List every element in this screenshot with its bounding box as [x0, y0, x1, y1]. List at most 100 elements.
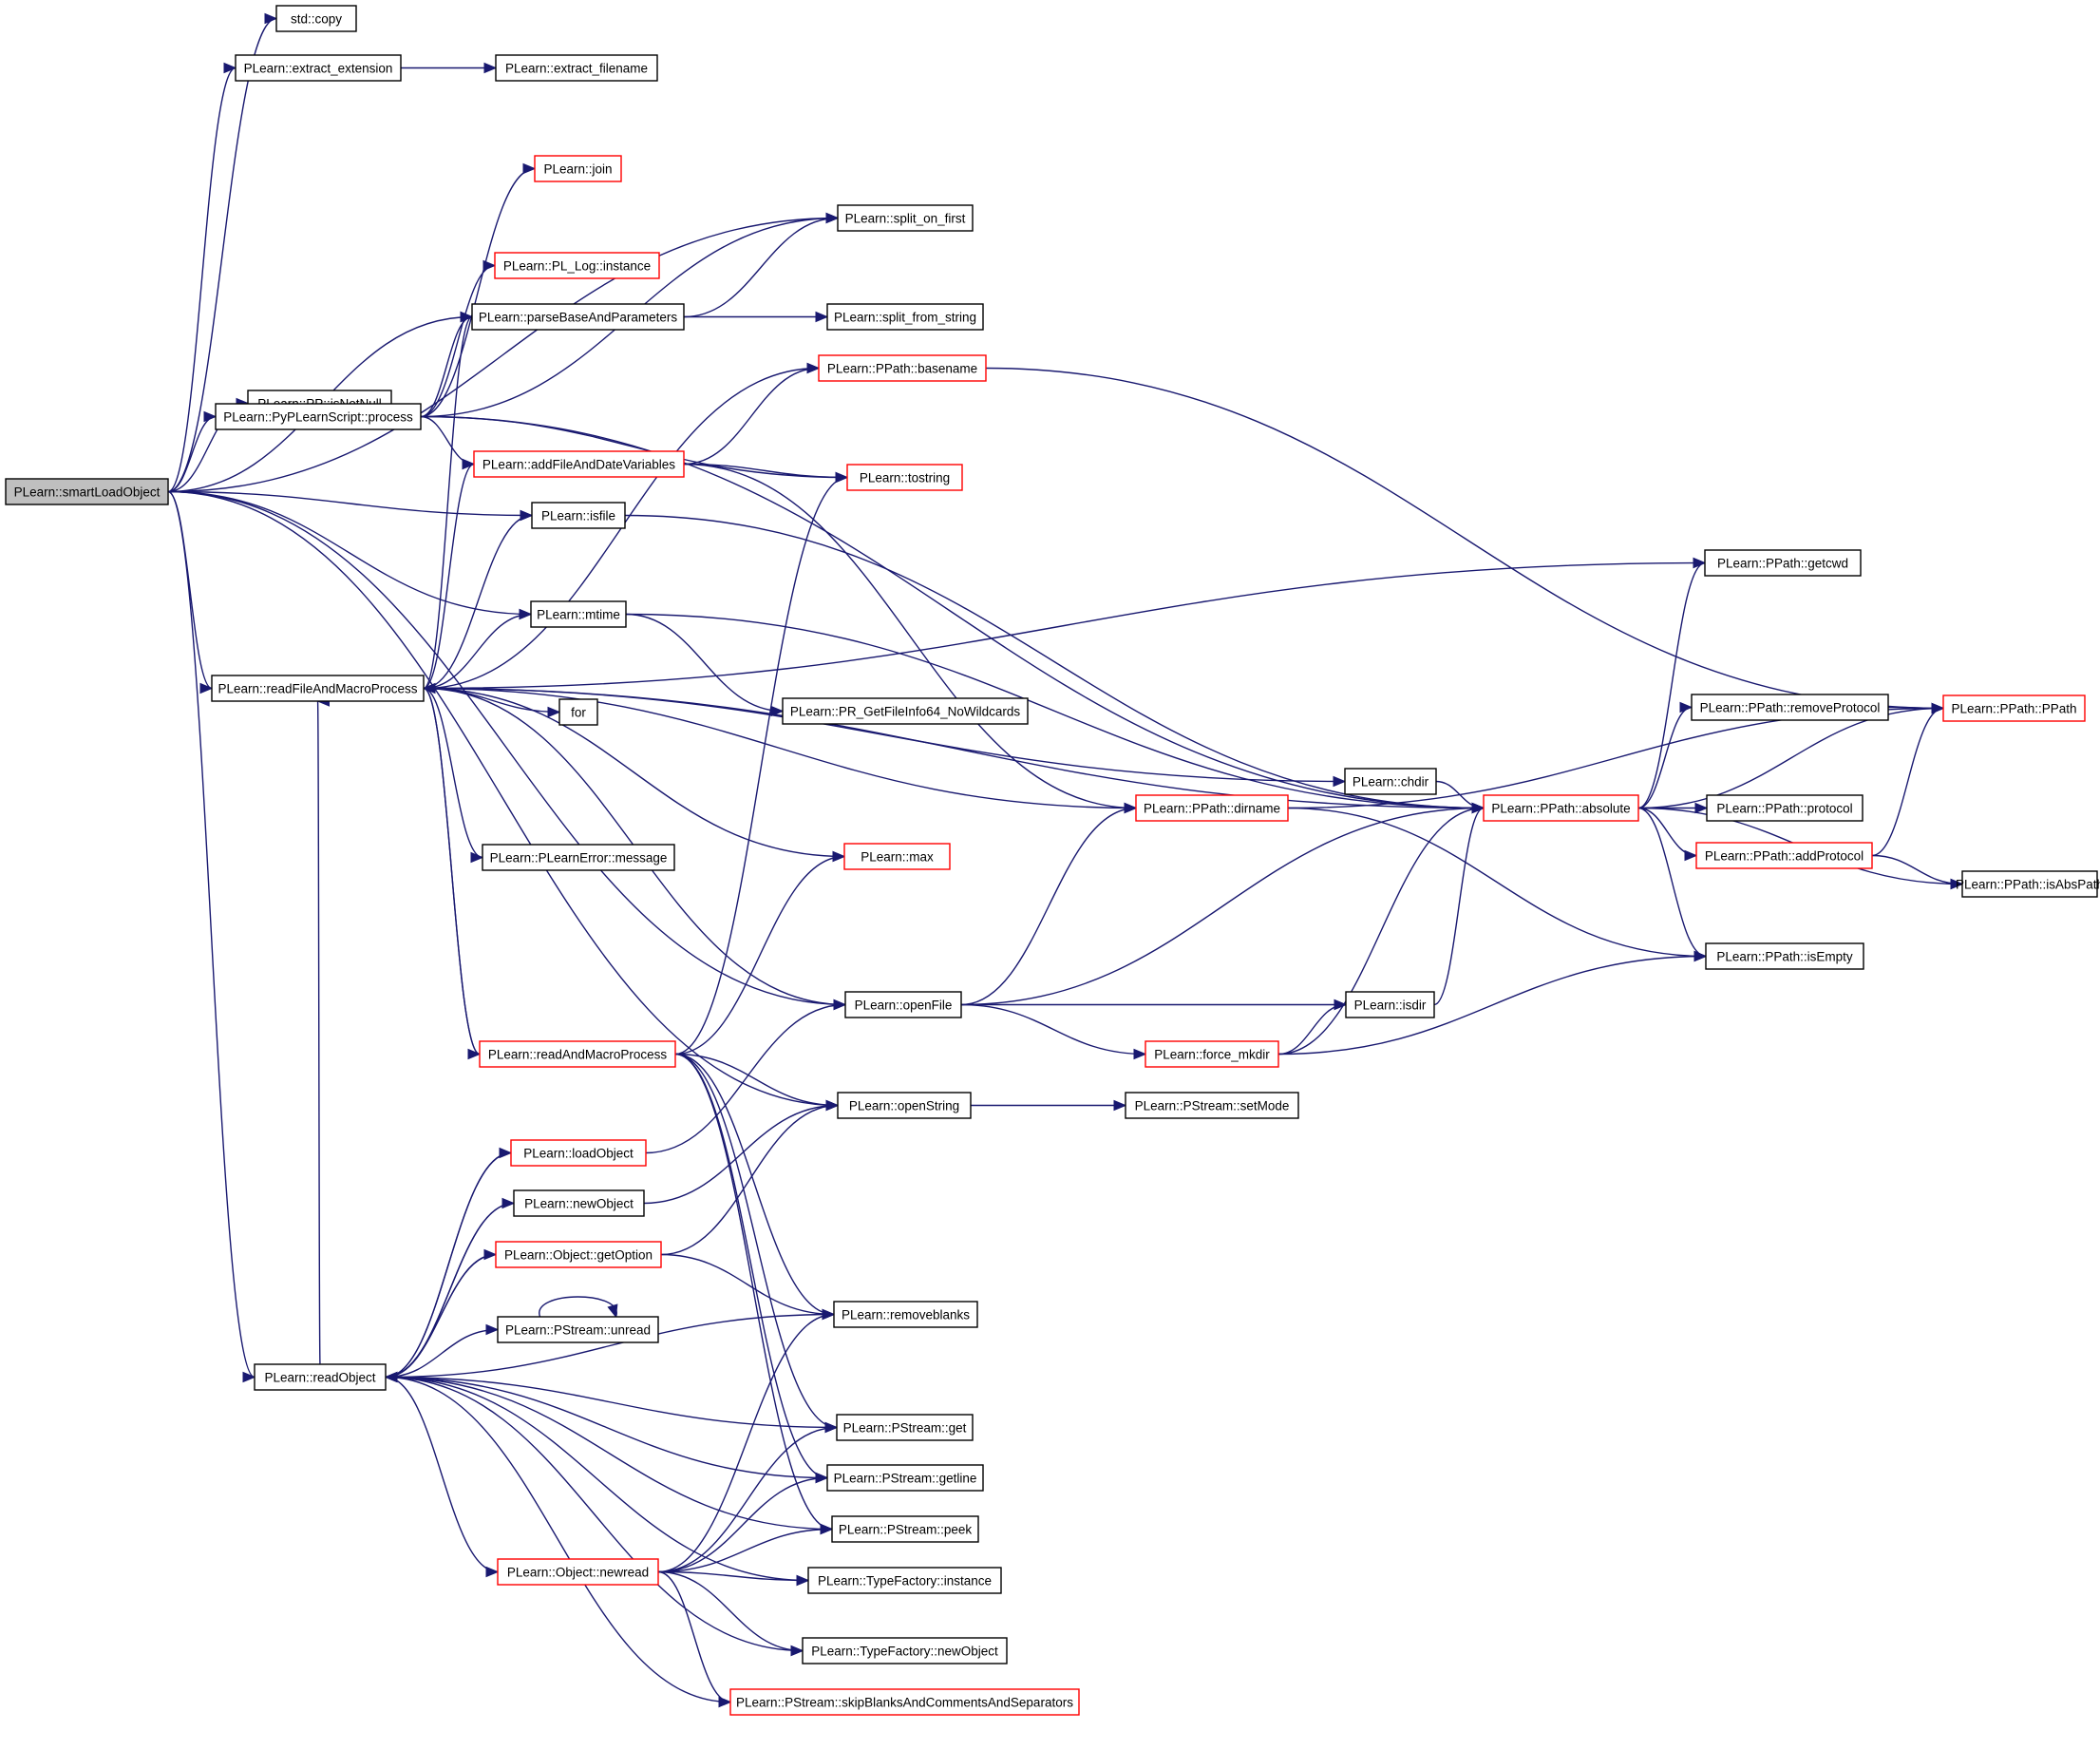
node-isfile[interactable]: PLearn::isfile [531, 502, 626, 529]
node-label: PLearn::Object::newread [507, 1566, 649, 1580]
node-isdir[interactable]: PLearn::isdir [1345, 991, 1435, 1018]
edge-newread-to-getline [657, 1472, 829, 1573]
edge-line [643, 1104, 839, 1205]
node-getcwd[interactable]: PLearn::PPath::getcwd [1704, 549, 1862, 577]
node-box [1125, 1092, 1299, 1119]
node-basename[interactable]: PLearn::PPath::basename [818, 354, 987, 382]
edge-parseBaseAndParameters-to-split_on_first [683, 212, 840, 318]
node-process[interactable]: PLearn::PyPLearnScript::process [215, 403, 422, 430]
node-openFile[interactable]: PLearn::openFile [844, 991, 962, 1018]
edge-line [657, 1570, 809, 1582]
node-label: PLearn::PStream::get [843, 1421, 967, 1436]
node-unread[interactable]: PLearn::PStream::unread [497, 1316, 659, 1343]
node-parseBaseAndParameters[interactable]: PLearn::parseBaseAndParameters [471, 303, 685, 331]
node-openString[interactable]: PLearn::openString [837, 1092, 972, 1119]
edge-arrowhead [520, 509, 534, 522]
node-peek[interactable]: PLearn::PStream::peek [831, 1515, 979, 1543]
node-isAbsPath[interactable]: PLearn::PPath::isAbsPath [1956, 870, 2100, 898]
node-join[interactable]: PLearn::join [534, 155, 622, 182]
node-layer: PLearn::smartLoadObject std::copyPLearn::… [5, 5, 2100, 1716]
node-label: PLearn::chdir [1353, 775, 1429, 789]
node-label: PLearn::PPath::PPath [1951, 702, 2076, 716]
node-box [818, 354, 987, 382]
node-mtime[interactable]: PLearn::mtime [530, 600, 627, 628]
edge-line [385, 1376, 828, 1479]
node-readObject[interactable]: PLearn::readObject [254, 1363, 387, 1391]
node-label: std::copy [291, 12, 342, 27]
edge-line [385, 1376, 809, 1582]
node-tostring[interactable]: PLearn::tostring [846, 464, 963, 491]
node-ppath_ppath[interactable]: PLearn::PPath::PPath [1942, 694, 2086, 722]
node-absolute[interactable]: PLearn::PPath::absolute [1483, 794, 1639, 822]
node-newread[interactable]: PLearn::Object::newread [497, 1558, 659, 1586]
node-label: PLearn::PStream::skipBlanksAndCommentsAn… [736, 1696, 1073, 1710]
edge-arrowhead [832, 850, 846, 863]
node-copy[interactable]: std::copy [275, 5, 357, 32]
node-pr_getfileinfo[interactable]: PLearn::PR_GetFileInfo64_NoWildcards [782, 697, 1029, 725]
node-split_on_first[interactable]: PLearn::split_on_first [837, 204, 974, 232]
node-isEmpty[interactable]: PLearn::PPath::isEmpty [1705, 942, 1864, 970]
node-get[interactable]: PLearn::PStream::get [836, 1414, 974, 1441]
node-box [531, 502, 626, 529]
node-pl_log_instance[interactable]: PLearn::PL_Log::instance [494, 252, 660, 279]
edge-newread-to-skipBlanks [657, 1570, 732, 1708]
edge-readObject-to-tf_instance [385, 1376, 810, 1587]
node-addFileAndDateVariables[interactable]: PLearn::addFileAndDateVariables [473, 450, 685, 478]
edge-arrowhead [815, 1472, 829, 1484]
node-for[interactable]: for [558, 698, 598, 726]
node-message[interactable]: PLearn::PLearnError::message [482, 844, 675, 871]
node-label: PLearn::PLearnError::message [490, 851, 668, 865]
node-tf_instance[interactable]: PLearn::TypeFactory::instance [807, 1567, 1002, 1594]
node-setMode[interactable]: PLearn::PStream::setMode [1125, 1092, 1299, 1119]
node-box [1345, 991, 1435, 1018]
node-skipBlanks[interactable]: PLearn::PStream::skipBlanksAndCommentsAn… [729, 1688, 1080, 1716]
node-readFileAndMacroProcess[interactable]: PLearn::readFileAndMacroProcess [211, 675, 425, 702]
node-smartLoadObject[interactable]: PLearn::smartLoadObject [5, 478, 169, 505]
edge-arrowhead [1113, 1099, 1127, 1112]
node-removeblanks[interactable]: PLearn::removeblanks [833, 1301, 978, 1328]
edge-line [385, 1376, 804, 1652]
node-removeProtocol[interactable]: PLearn::PPath::removeProtocol [1691, 694, 1889, 721]
edge-arrowhead [485, 1566, 500, 1578]
node-label: PLearn::openString [849, 1099, 959, 1113]
node-newObject[interactable]: PLearn::newObject [513, 1189, 645, 1217]
node-split_from_string[interactable]: PLearn::split_from_string [826, 303, 984, 331]
edge-readFileAndMacroProcess-to-parseBaseAndParameters [423, 311, 474, 690]
edge-loadObject-to-readObject [384, 1151, 512, 1383]
edge-line [960, 807, 1485, 1006]
edge-absolute-to-addProtocol [1637, 807, 1698, 862]
node-extract_extension[interactable]: PLearn::extract_extension [235, 54, 402, 82]
node-label: PLearn::newObject [524, 1197, 634, 1211]
edge-line [167, 490, 213, 690]
node-box [275, 5, 357, 32]
edge-addProtocol-to-isAbsPath [1871, 854, 1964, 890]
node-extract_filename[interactable]: PLearn::extract_filename [495, 54, 658, 82]
node-tf_newObject[interactable]: PLearn::TypeFactory::newObject [802, 1637, 1008, 1664]
edge-arrowhead [483, 62, 498, 74]
node-readAndMacroProcess[interactable]: PLearn::readAndMacroProcess [479, 1040, 676, 1068]
edge-arrowhead [470, 851, 484, 864]
edge-newread-to-peek [657, 1523, 834, 1573]
edge-smartLoadObject-to-readObject [167, 490, 256, 1383]
node-label: PLearn::PStream::getline [834, 1472, 977, 1486]
edge-line [657, 1570, 731, 1703]
node-dirname[interactable]: PLearn::PPath::dirname [1135, 794, 1289, 822]
edge-line [423, 687, 1137, 809]
node-chdir[interactable]: PLearn::chdir [1344, 768, 1437, 795]
edge-line [423, 514, 533, 690]
node-loadObject[interactable]: PLearn::loadObject [510, 1139, 647, 1167]
edge-line [657, 1570, 804, 1652]
node-addProtocol[interactable]: PLearn::PPath::addProtocol [1695, 842, 1873, 869]
edge-extract_extension-to-extract_filename [400, 62, 498, 74]
node-getline[interactable]: PLearn::PStream::getline [826, 1464, 984, 1492]
node-protocol[interactable]: PLearn::PPath::protocol [1706, 794, 1864, 822]
node-box [1483, 794, 1639, 822]
node-max[interactable]: PLearn::max [843, 843, 951, 870]
edge-line [423, 613, 532, 690]
edge-line [1637, 561, 1706, 809]
node-getOption[interactable]: PLearn::Object::getOption [495, 1241, 662, 1268]
edge-line [167, 490, 839, 1107]
node-force_mkdir[interactable]: PLearn::force_mkdir [1145, 1040, 1279, 1068]
edge-readObject-to-getline [385, 1376, 829, 1484]
edge-line [625, 613, 784, 713]
